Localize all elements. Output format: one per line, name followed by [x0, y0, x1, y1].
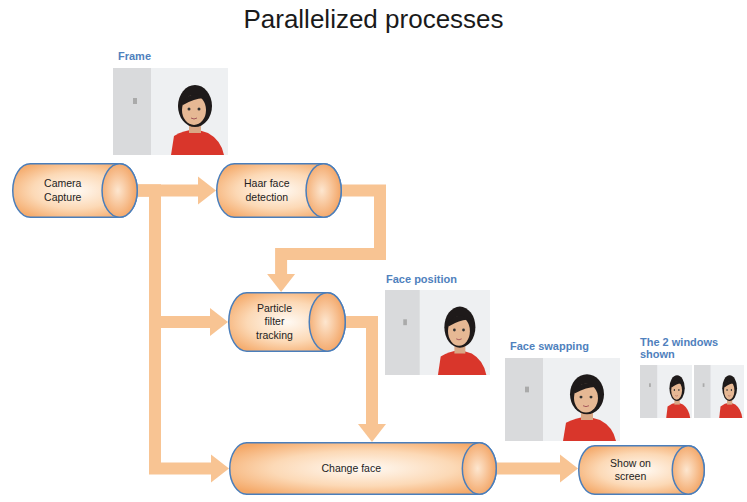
face-swapping-photo [505, 358, 620, 441]
cylinder-cap [672, 446, 704, 495]
face-position-photo [385, 290, 490, 375]
cylinder-body [13, 164, 138, 218]
cylinder-body [230, 443, 497, 495]
cylinder-cap [306, 164, 341, 218]
node-label: Show on screen [605, 457, 657, 483]
node-texts: Camera Capture [38, 177, 88, 203]
caption-label: Frame [118, 50, 151, 62]
cylinder-body [217, 164, 342, 218]
flow-arrow [138, 191, 211, 469]
cylinder-outline [228, 292, 346, 352]
node-label: Camera Capture [38, 177, 88, 203]
cylinder-cap [102, 164, 137, 218]
process-cylinder: Particle filter tracking [228, 292, 346, 352]
frame-photo [113, 68, 228, 155]
cylinder-body [579, 446, 705, 495]
caption-label: The 2 windows shown [640, 336, 740, 360]
process-cylinder: Haar face detection [216, 163, 342, 218]
window-photo [694, 365, 744, 418]
node-label: Haar face detection [232, 177, 302, 203]
caption-label: Face position [386, 273, 457, 285]
flow-arrow [138, 191, 210, 323]
process-cylinder: Change face [229, 442, 497, 495]
process-cylinder: Camera Capture [12, 163, 138, 218]
node-texts: Haar face detection [232, 177, 302, 203]
process-cylinder: Show on screen [578, 445, 705, 495]
diagram-title: Parallelized processes [0, 4, 747, 35]
node-texts: Particle filter tracking [249, 302, 301, 341]
flow-arrow [497, 463, 560, 475]
node-texts: Change face [322, 462, 382, 475]
node-label: Change face [322, 462, 382, 475]
cylinder-cap [462, 443, 496, 495]
node-texts: Show on screen [605, 457, 657, 483]
node-label: Particle filter tracking [249, 302, 301, 341]
flow-arrow [346, 322, 372, 424]
cylinder-body [229, 293, 346, 352]
caption-label: Face swapping [510, 340, 589, 352]
cylinder-cap [309, 293, 345, 352]
window-photo [640, 365, 692, 418]
